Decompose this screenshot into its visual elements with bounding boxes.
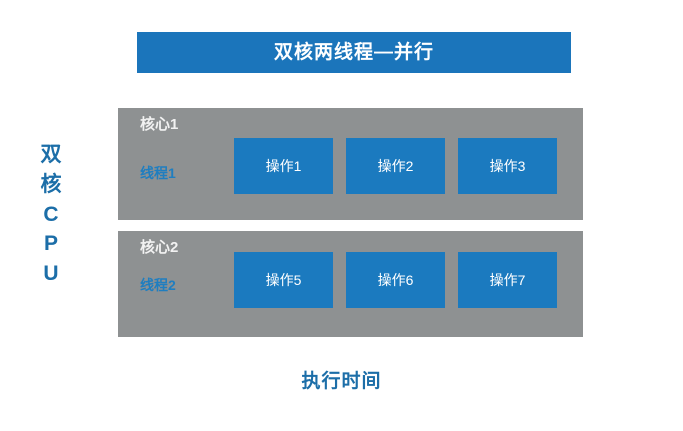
core-2-thread-label: 线程2	[140, 277, 176, 293]
core-panel-1: 核心1 线程1 操作1 操作2 操作3	[118, 108, 583, 220]
diagram-title-text: 双核两线程—并行	[273, 42, 434, 63]
cpu-label-char-2: 核	[40, 172, 62, 196]
core-2-operation-box-2[interactable]: 操作6	[346, 252, 445, 308]
core-1-operation-box-1[interactable]: 操作1	[234, 138, 333, 194]
cpu-label-char-3: C	[43, 202, 59, 226]
core-2-operation-label-3: 操作7	[489, 272, 526, 288]
core-1-operation-label-3: 操作3	[489, 158, 526, 174]
cpu-label-char-4: P	[43, 232, 58, 256]
core-2-operation-label-1: 操作5	[265, 272, 302, 288]
core-2-operation-box-1[interactable]: 操作5	[234, 252, 333, 308]
cpu-label-char-1: 双	[40, 143, 62, 166]
core-2-operations-row: 操作5 操作6 操作7	[234, 252, 557, 308]
core-1-title: 核心1	[140, 116, 179, 133]
core-2-operation-box-3[interactable]: 操作7	[458, 252, 557, 308]
cpu-vertical-label: 双 核 C P U	[31, 140, 71, 289]
core-1-operations-row: 操作1 操作2 操作3	[234, 138, 557, 194]
execution-time-caption: 执行时间	[301, 371, 382, 392]
cpu-label-char-5: U	[43, 262, 59, 286]
core-1-operation-box-2[interactable]: 操作2	[346, 138, 445, 194]
core-2-operation-label-2: 操作6	[377, 272, 414, 288]
core-1-operation-label-1: 操作1	[265, 158, 302, 174]
core-1-operation-box-3[interactable]: 操作3	[458, 138, 557, 194]
core-panel-2: 核心2 线程2 操作5 操作6 操作7	[118, 231, 583, 337]
core-1-thread-label: 线程1	[140, 165, 176, 181]
core-2-title: 核心2	[140, 239, 179, 256]
core-1-operation-label-2: 操作2	[377, 158, 414, 174]
diagram-title-bar: 双核两线程—并行	[137, 32, 571, 73]
